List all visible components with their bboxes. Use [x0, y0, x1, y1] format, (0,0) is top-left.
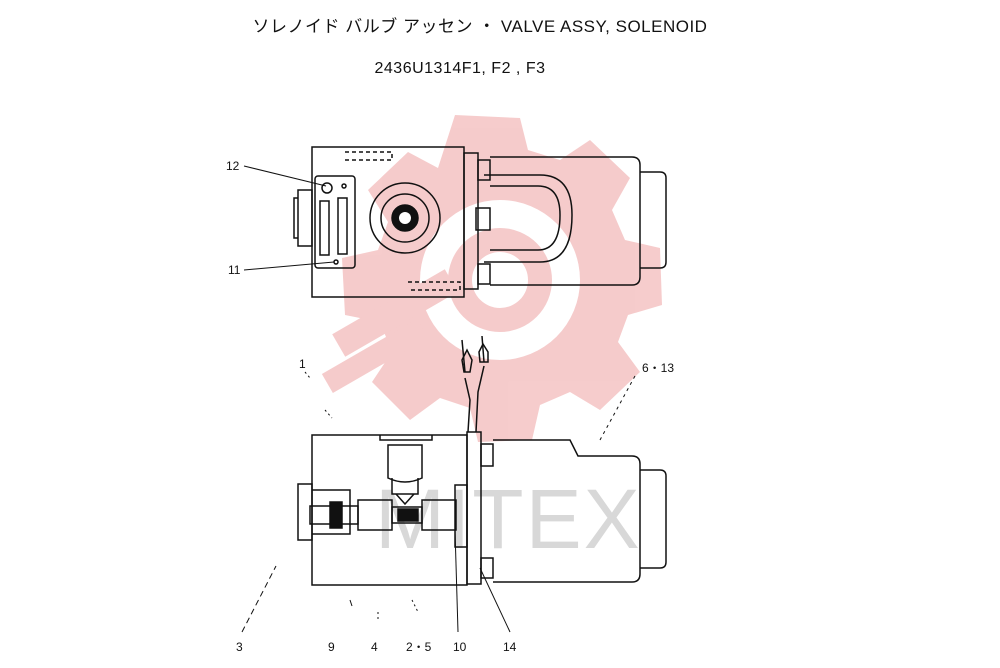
- callout-14: 14: [503, 640, 517, 654]
- callout-4: 4: [371, 640, 378, 654]
- callout-3: 3: [236, 640, 243, 654]
- callout-12: 12: [226, 159, 240, 173]
- callout-10: 10: [453, 640, 467, 654]
- callout-6-13: 6・13: [642, 361, 674, 375]
- leader-lines: [241, 165, 636, 633]
- callout-2-5: 2・5: [406, 640, 432, 654]
- coil-flange: [466, 431, 482, 585]
- callout-1: 1: [299, 357, 306, 371]
- top-view: [293, 146, 667, 298]
- watermark-gear-logo: [321, 115, 662, 442]
- port-outer-ring: [369, 182, 441, 254]
- nameplate: [314, 175, 356, 269]
- side-view: [297, 335, 667, 586]
- callout-9: 9: [328, 640, 335, 654]
- drawing-title: ソレノイド バルブ アッセン ・ VALVE ASSY, SOLENOID: [252, 17, 708, 36]
- callout-11: 11: [228, 263, 241, 277]
- part-numbers: 2436U1314F1, F2 , F3: [374, 60, 546, 77]
- watermark-text: MITEX: [375, 472, 642, 566]
